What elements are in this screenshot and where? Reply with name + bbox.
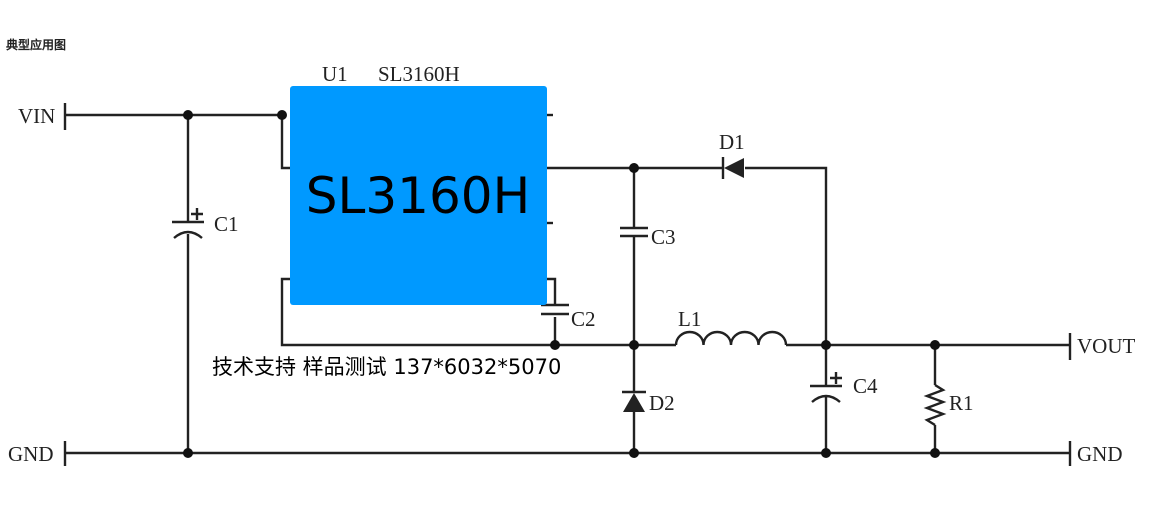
vout-label: VOUT: [1077, 334, 1135, 358]
diode-d1: [721, 157, 744, 179]
c3-label: C3: [651, 225, 676, 249]
ic-body: [290, 86, 547, 305]
inductor-l1: [674, 330, 788, 346]
gnd-right-label: GND: [1077, 442, 1123, 466]
diode-d2: [622, 390, 646, 412]
vin-label: VIN: [18, 104, 55, 128]
capacitor-c2: [541, 303, 569, 316]
gnd-left-label: GND: [8, 442, 54, 466]
capacitor-c3: [620, 226, 648, 238]
d1-label: D1: [719, 130, 745, 154]
c4-label: C4: [853, 374, 878, 398]
contact-note: 技术支持 样品测试 137*6032*5070: [212, 355, 561, 379]
c1-label: C1: [214, 212, 239, 236]
capacitor-c1: [172, 208, 204, 239]
capacitor-c4: [810, 372, 842, 403]
junction-dots: [183, 110, 940, 458]
r1-label: R1: [949, 391, 974, 415]
wires: [63, 103, 1072, 466]
ic-part-label: SL3160H: [378, 62, 460, 86]
c2-label: C2: [571, 307, 596, 331]
ic-ref-label: U1: [322, 62, 348, 86]
ic-body-label: SL3160H: [306, 167, 530, 225]
d2-label: D2: [649, 391, 675, 415]
section-title: 典型应用图: [6, 38, 67, 52]
l1-label: L1: [678, 307, 701, 331]
resistor-r1: [923, 383, 947, 427]
